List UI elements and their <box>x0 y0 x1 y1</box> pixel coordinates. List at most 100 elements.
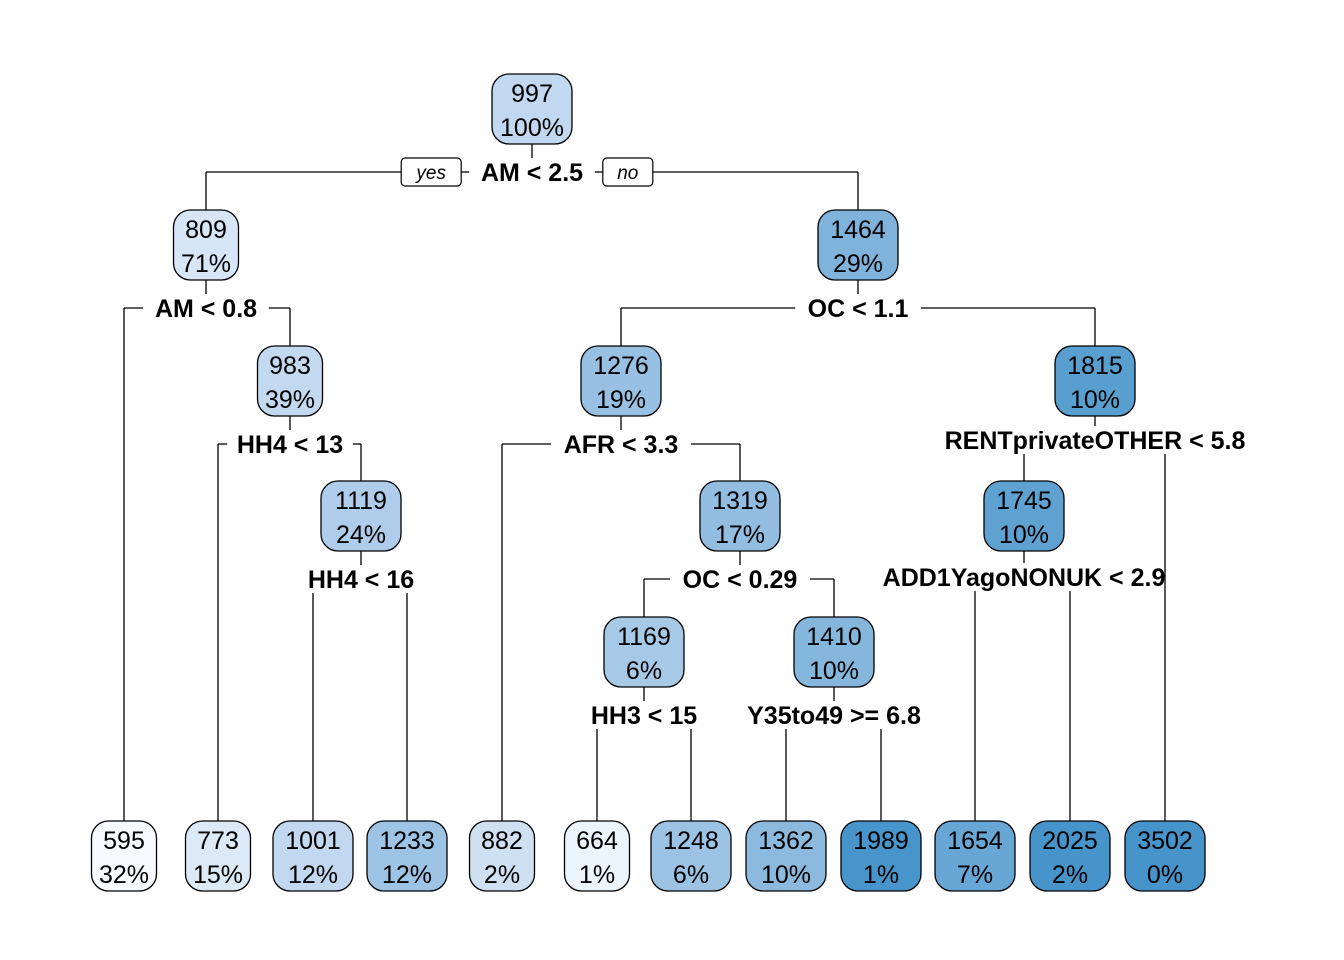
node-box <box>90 820 158 892</box>
node-percent: 7% <box>957 861 993 889</box>
node-value: 1119 <box>335 487 387 515</box>
node-value: 3502 <box>1137 827 1193 855</box>
node-percent: 0% <box>1147 861 1183 889</box>
node-box <box>256 345 324 417</box>
branch-tag-no-box <box>602 157 654 187</box>
node-percent: 17% <box>715 521 765 549</box>
node-percent: 12% <box>288 861 338 889</box>
branch-tag-no: no <box>617 163 638 184</box>
split-label: AM < 0.8 <box>155 295 257 323</box>
node-box <box>272 820 354 892</box>
node-box <box>817 209 899 281</box>
node-box <box>603 616 685 688</box>
node-value: 664 <box>576 827 618 855</box>
node-value: 1001 <box>285 827 341 855</box>
leaf-node: 3502 0% <box>1124 820 1206 892</box>
node-value: 1233 <box>379 827 435 855</box>
node-value: 809 <box>185 216 227 244</box>
node-percent: 19% <box>596 386 646 414</box>
node-box <box>184 820 252 892</box>
node-box <box>745 820 827 892</box>
node-percent: 10% <box>761 861 811 889</box>
node-value: 1989 <box>853 827 909 855</box>
leaf-node: 1248 6% <box>650 820 732 892</box>
split-label: AFR < 3.3 <box>564 431 679 459</box>
node-box <box>934 820 1016 892</box>
tree-node: 1815 10% <box>1054 345 1136 417</box>
node-box <box>1029 820 1111 892</box>
split-label: HH3 < 15 <box>591 702 697 730</box>
tree-nodes: 997100%80971%146429%98339%111924%127619%… <box>90 73 1206 892</box>
node-box <box>840 820 922 892</box>
node-value: 595 <box>103 827 145 855</box>
leaf-node: 1654 7% <box>934 820 1016 892</box>
node-value: 1745 <box>996 487 1052 515</box>
node-box <box>650 820 732 892</box>
split-label: ADD1YagoNONUK < 2.9 <box>883 564 1166 592</box>
node-value: 1654 <box>947 827 1003 855</box>
node-box <box>1124 820 1206 892</box>
node-percent: 6% <box>673 861 709 889</box>
node-box <box>1054 345 1136 417</box>
node-percent: 1% <box>579 861 615 889</box>
node-value: 1319 <box>712 487 768 515</box>
node-value: 1169 <box>617 623 671 651</box>
node-percent: 12% <box>382 861 432 889</box>
node-percent: 32% <box>99 861 149 889</box>
node-percent: 2% <box>1052 861 1088 889</box>
node-value: 2025 <box>1042 827 1098 855</box>
node-box <box>983 480 1065 552</box>
node-percent: 39% <box>265 386 315 414</box>
node-percent: 10% <box>1070 386 1120 414</box>
node-value: 1362 <box>758 827 814 855</box>
node-value: 1815 <box>1067 352 1123 380</box>
leaf-node: 1362 10% <box>745 820 827 892</box>
node-value: 1410 <box>806 623 862 651</box>
split-label: RENTprivateOTHER < 5.8 <box>945 427 1246 455</box>
node-percent: 2% <box>484 861 520 889</box>
node-box <box>580 345 662 417</box>
node-value: 983 <box>269 352 311 380</box>
node-value: 773 <box>197 827 239 855</box>
split-label: OC < 0.29 <box>683 566 798 594</box>
tree-node: 1319 17% <box>699 480 781 552</box>
split-label: OC < 1.1 <box>808 295 909 323</box>
branch-tags: yes no <box>400 157 654 187</box>
node-percent: 1% <box>863 861 899 889</box>
node-value: 1248 <box>663 827 719 855</box>
split-label: HH4 < 16 <box>308 566 414 594</box>
node-box <box>366 820 448 892</box>
tree-node: 1119 24% <box>320 480 402 552</box>
branch-tag-yes-box <box>400 157 462 187</box>
node-box <box>172 209 240 281</box>
node-percent: 10% <box>809 657 859 685</box>
node-value: 882 <box>481 827 523 855</box>
node-box <box>491 73 573 145</box>
node-percent: 15% <box>193 861 243 889</box>
node-percent: 29% <box>833 250 883 278</box>
branch-tag-yes: yes <box>414 163 446 184</box>
split-label: Y35to49 >= 6.8 <box>747 702 921 730</box>
node-box <box>320 480 402 552</box>
split-label: HH4 < 13 <box>237 431 343 459</box>
tree-node: 1276 19% <box>580 345 662 417</box>
split-label: AM < 2.5 <box>481 159 583 187</box>
node-box <box>563 820 631 892</box>
node-value: 1464 <box>830 216 886 244</box>
node-box <box>793 616 875 688</box>
node-percent: 10% <box>999 521 1049 549</box>
node-percent: 6% <box>626 657 662 685</box>
node-box <box>699 480 781 552</box>
node-percent: 24% <box>336 521 386 549</box>
node-percent: 71% <box>181 250 231 278</box>
node-value: 997 <box>511 80 553 108</box>
node-value: 1276 <box>593 352 649 380</box>
tree-node: 1410 10% <box>793 616 875 688</box>
